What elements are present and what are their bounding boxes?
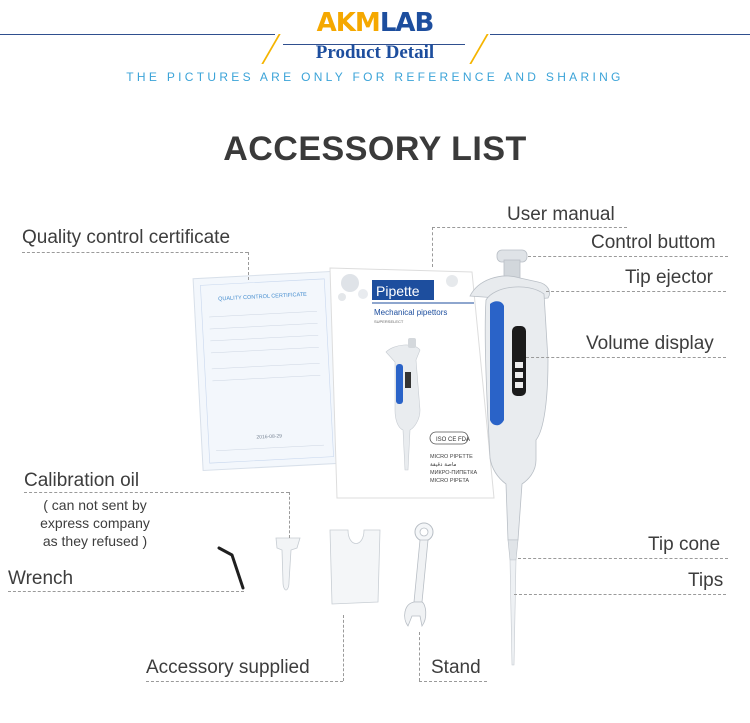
leader-wrench	[8, 591, 244, 592]
leader-accessory-supplied-v	[343, 615, 344, 681]
manual-line2: ماصة دقيقة	[430, 462, 457, 468]
leader-control-button	[528, 256, 728, 257]
product-detail-heading: Product Detail	[315, 42, 435, 63]
manual-line4: MICRO PIPETA	[430, 478, 469, 484]
manual-subtitle: Mechanical pipettors	[374, 308, 447, 317]
user-manual-image: Pipette Mechanical pipettors SUPERSELECT…	[329, 267, 495, 499]
manual-line1: MICRO PIPETTE	[430, 454, 473, 460]
manual-subtitle2: SUPERSELECT	[374, 319, 404, 324]
leader-certificate-v	[248, 252, 249, 280]
label-wrench: Wrench	[8, 568, 74, 589]
calibration-note-line3: as they refused )	[42, 533, 148, 549]
label-tips: Tips	[688, 570, 724, 591]
page-title: ACCESSORY LIST	[223, 130, 527, 168]
calibration-oil-image	[275, 537, 301, 591]
label-stand: Stand	[431, 657, 481, 678]
svg-text:ISO CE FDA: ISO CE FDA	[436, 437, 470, 443]
brand-logo: AKMLAB	[300, 8, 450, 38]
label-user-manual: User manual	[507, 204, 615, 225]
calibration-note-line2: express company	[40, 515, 150, 531]
disclaimer-text: THE PICTURES ARE ONLY FOR REFERENCE AND …	[126, 70, 624, 84]
certificate-date: 2016-08-29	[256, 433, 282, 440]
calibration-note-line1: ( can not sent by	[43, 497, 147, 513]
leader-user-manual-v	[432, 227, 433, 267]
label-tip-ejector: Tip ejector	[625, 267, 713, 288]
logo-akm: AKM	[316, 8, 381, 38]
leader-tip-ejector	[546, 291, 726, 292]
wrench-image	[217, 546, 245, 590]
leader-stand-h	[419, 681, 487, 682]
leader-volume-display	[526, 357, 726, 358]
accessory-holder-image	[329, 529, 381, 605]
quality-certificate-image: QUALITY CONTROL CERTIFICATE 2016-08-29	[192, 270, 342, 472]
header-line-right	[490, 34, 750, 35]
label-accessory-supplied: Accessory supplied	[146, 657, 310, 678]
calibration-note: ( can not sent by express company as the…	[10, 496, 180, 550]
manual-title: Pipette	[376, 283, 420, 299]
label-control-button: Control buttom	[591, 232, 716, 253]
label-quality-certificate: Quality control certificate	[22, 227, 231, 248]
pipette-image	[469, 249, 550, 666]
leader-accessory-supplied-h	[146, 681, 343, 682]
leader-user-manual-h	[432, 227, 627, 228]
leader-calibration-oil-h	[24, 492, 289, 493]
header-line-left	[0, 34, 275, 35]
leader-stand-v	[419, 632, 420, 681]
label-volume-display: Volume display	[586, 333, 714, 354]
label-tip-cone: Tip cone	[648, 534, 721, 555]
logo-lab: LAB	[379, 8, 435, 38]
manual-line3: МИКРО-ПИПЕТКА	[430, 470, 477, 476]
leader-tips	[514, 594, 726, 595]
certificate-heading: QUALITY CONTROL CERTIFICATE	[218, 292, 307, 303]
stand-image	[404, 522, 434, 627]
label-calibration-oil: Calibration oil	[24, 470, 140, 491]
leader-calibration-oil-v	[289, 492, 290, 538]
leader-certificate-h	[22, 252, 248, 253]
leader-tip-cone	[518, 558, 728, 559]
header-line-center	[283, 44, 465, 45]
